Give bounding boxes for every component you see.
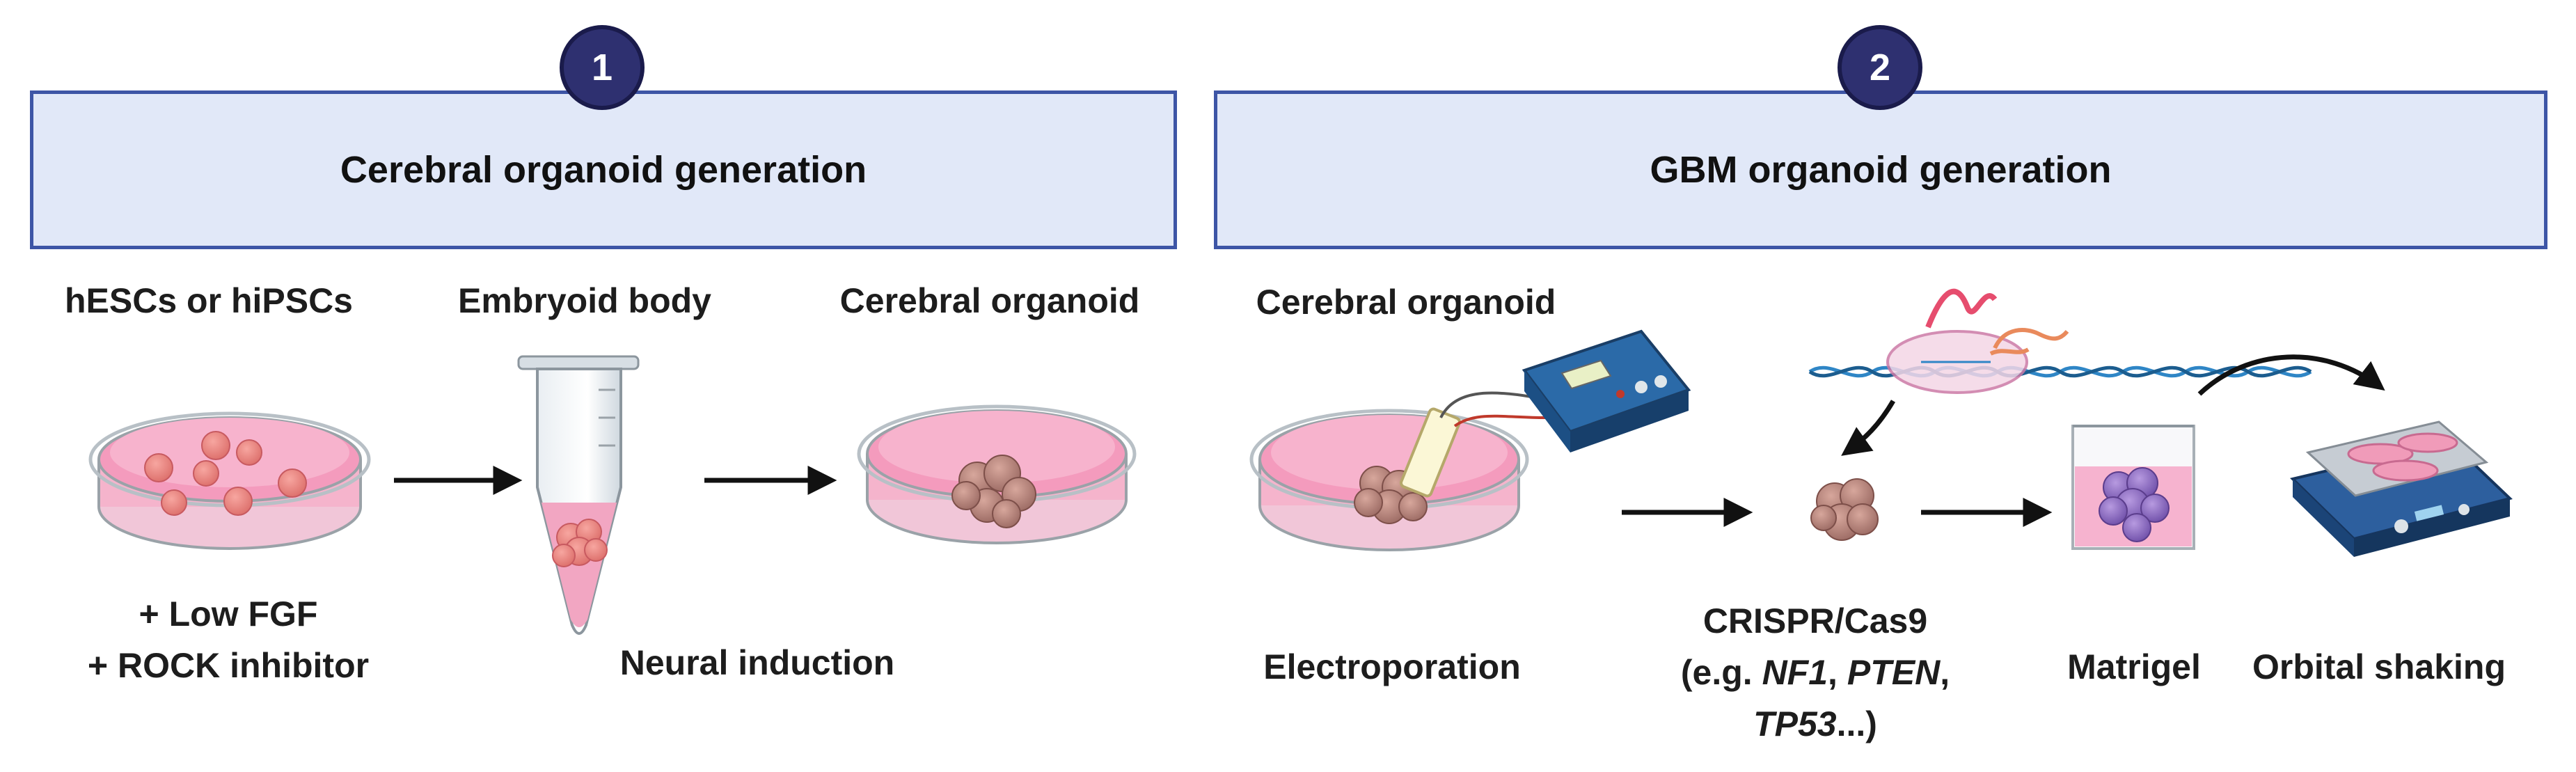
gene-nf1: NF1 [1762, 653, 1828, 692]
panel-1-title: Cerebral organoid generation [340, 149, 867, 191]
matrigel-cup-icon [2071, 425, 2195, 550]
label-embryoid-body: Embryoid body [458, 281, 711, 320]
label-cerebral-organoid-1: Cerebral organoid [839, 281, 1140, 320]
label-crispr-genes-2: TP53...) [1753, 704, 1877, 743]
label-matrigel: Matrigel [2067, 647, 2201, 686]
label-crispr-genes: (e.g. NF1, PTEN, [1680, 653, 1950, 692]
dna-icon [1808, 288, 2312, 394]
label-rock-inhibitor: + ROCK inhibitor [87, 646, 370, 685]
arrow-icon [2197, 354, 2385, 396]
petri-dish-icon [857, 404, 1137, 544]
step-1-badge: 1 [560, 25, 645, 110]
stem-cells [144, 431, 307, 516]
gene-tp53: TP53 [1753, 704, 1837, 743]
label-neural-induction: Neural induction [619, 643, 895, 682]
label-cerebral-organoid-2: Cerebral organoid [1256, 283, 1556, 322]
panel-2-title: GBM organoid generation [1650, 149, 2112, 191]
petri-dish-icon [88, 411, 371, 550]
label-crispr: CRISPR/Cas9 [1702, 601, 1928, 640]
panel-2-header [1214, 90, 2547, 249]
organoid-icon [1810, 478, 1879, 541]
shaker-icon [2290, 420, 2513, 557]
step-2-badge: 2 [1838, 25, 1922, 110]
label-electroporation: Electroporation [1263, 647, 1521, 686]
petri-dish-icon [1249, 391, 1546, 551]
gene-pten: PTEN [1847, 653, 1941, 692]
label-hescs: hESCs or hiPSCs [65, 281, 353, 320]
electroporator-icon [1522, 329, 1691, 452]
label-orbital-shaking: Orbital shaking [2252, 647, 2506, 686]
tube-icon [517, 355, 640, 635]
label-low-fgf: + Low FGF [139, 594, 318, 633]
arrow-icon [1841, 400, 1896, 456]
